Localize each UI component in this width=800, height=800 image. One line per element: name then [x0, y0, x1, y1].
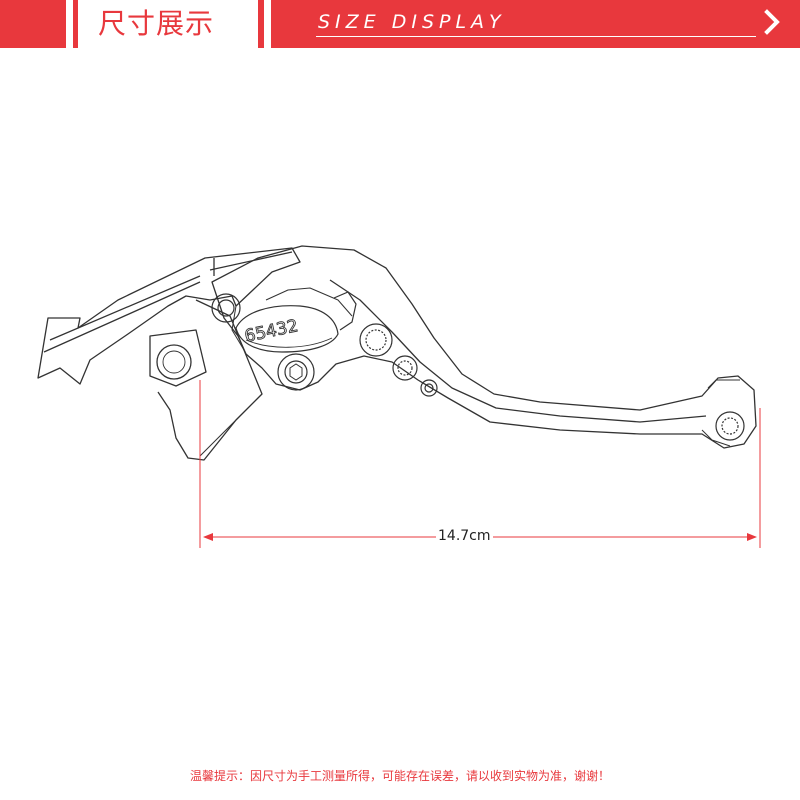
dial-engraving-numbers: 65432	[243, 316, 300, 347]
lever-tip-hole	[715, 411, 745, 441]
chevron-right-icon[interactable]	[760, 7, 786, 37]
measurement-disclaimer: 温馨提示：因尺寸为手工测量所得，可能存在误差，请以收到实物为准，谢谢！	[189, 769, 610, 783]
set-screw-hole	[359, 323, 393, 357]
lever-arm	[211, 245, 757, 449]
screw-top	[211, 293, 241, 323]
lightening-hole-small	[420, 379, 438, 397]
section-title-english: SIZE DISPLAY	[318, 11, 506, 33]
section-title-chinese: 尺寸展示	[98, 7, 215, 40]
lightening-hole-large	[392, 355, 418, 381]
header-stripe-left	[66, 0, 73, 48]
section-header: 尺寸展示 SIZE DISPLAY	[0, 0, 800, 48]
header-stripe-right	[264, 0, 271, 48]
pivot-bolt	[277, 353, 315, 391]
title-background	[78, 0, 258, 48]
title-underline	[316, 36, 756, 37]
adjuster-dial	[235, 291, 357, 353]
dimension-length-label: 14.7cm	[436, 527, 493, 545]
lever-mount-bracket	[37, 247, 301, 461]
product-illustration: 65432	[0, 48, 800, 748]
brake-lever-drawing: 65432	[37, 245, 761, 548]
